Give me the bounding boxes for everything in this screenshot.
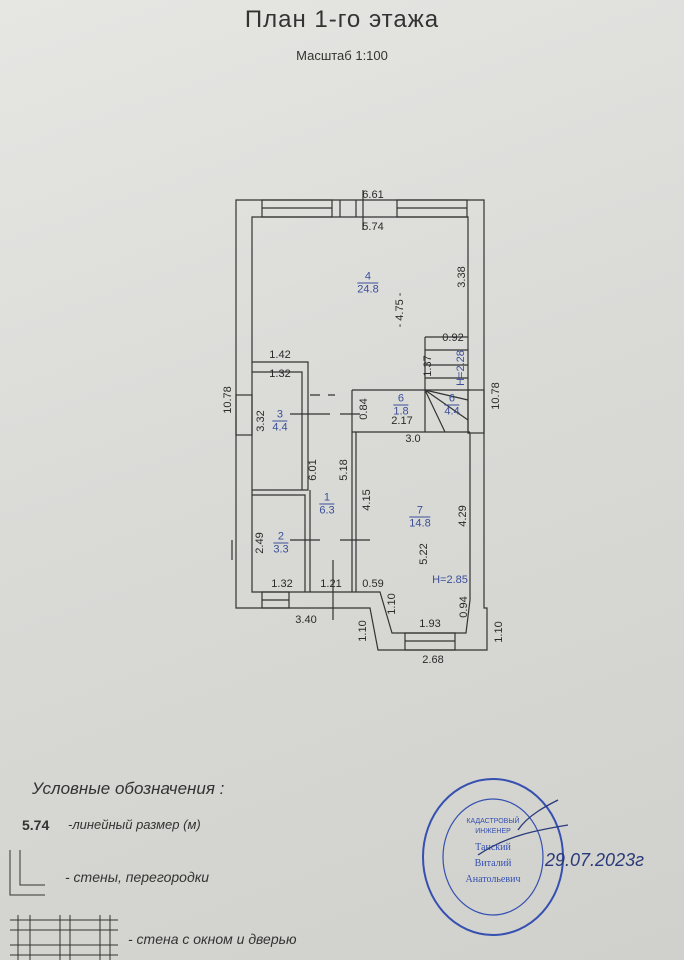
dim-label: 10.78 <box>222 386 234 414</box>
dim-label: 1.10 <box>357 620 369 642</box>
dim-label: 3.32 <box>255 410 267 432</box>
page-title: План 1-го этажа <box>244 6 440 33</box>
legend-window-text: - стена с окном и дверью <box>128 931 297 947</box>
dim-label: 3.0 <box>405 433 421 445</box>
dim-label: 0.92 <box>442 332 464 344</box>
cadastral-engineer-stamp: КАДАСТРОВЫЙ ИНЖЕНЕР Танский Виталий Анат… <box>422 778 568 936</box>
svg-text:Анатольевич: Анатольевич <box>466 874 521 885</box>
signature-date: 29.07.2023г <box>545 850 644 870</box>
ceiling-height-label: H=2.85 <box>432 574 468 586</box>
svg-text:КАДАСТРОВЫЙ: КАДАСТРОВЫЙ <box>466 816 519 825</box>
dim-label: 5.74 <box>362 221 384 233</box>
dim-label: 2.68 <box>422 654 444 666</box>
dim-label: 1.21 <box>320 578 342 590</box>
scale-label: Масштаб 1:100 <box>296 48 388 63</box>
legend-dim-sample: 5.74 <box>22 817 50 833</box>
dim-label: 10.78 <box>490 382 502 410</box>
dim-label: 4.29 <box>457 505 469 527</box>
dim-label: 6.01 <box>307 459 319 481</box>
dim-label: 5.22 <box>418 543 430 565</box>
dim-label: 4.15 <box>361 489 373 511</box>
svg-text:Танский: Танский <box>475 842 511 853</box>
dim-label: 0.59 <box>362 578 384 590</box>
dim-label: 1.10 <box>386 593 398 615</box>
dim-label: 3.40 <box>295 614 317 626</box>
stair-height-label: H=2.28 <box>455 350 467 386</box>
dim-label: 2.49 <box>254 532 266 554</box>
dim-label: 1.37 <box>422 355 434 377</box>
dim-label: 0.94 <box>458 596 470 618</box>
svg-text:ИНЖЕНЕР: ИНЖЕНЕР <box>475 828 511 835</box>
svg-text:Виталий: Виталий <box>475 858 512 869</box>
dim-label: 0.84 <box>358 398 370 420</box>
dim-label: 1.10 <box>493 621 505 643</box>
dim-label: 2.17 <box>391 415 413 427</box>
dim-label: 3.38 <box>456 266 468 288</box>
dim-label: 1.32 <box>269 368 291 380</box>
legend-title: Условные обозначения : <box>32 779 225 798</box>
dim-label: 1.93 <box>419 618 441 630</box>
dim-label: 1.32 <box>271 578 293 590</box>
legend-dim-text: -линейный размер (м) <box>68 817 201 832</box>
dim-label: - 4.75 - <box>394 292 406 328</box>
dim-label: 1.42 <box>269 349 291 361</box>
dim-label: 6.61 <box>362 189 384 201</box>
dim-label: 5.18 <box>338 459 350 481</box>
legend-walls-text: - стены, перегородки <box>65 869 210 885</box>
